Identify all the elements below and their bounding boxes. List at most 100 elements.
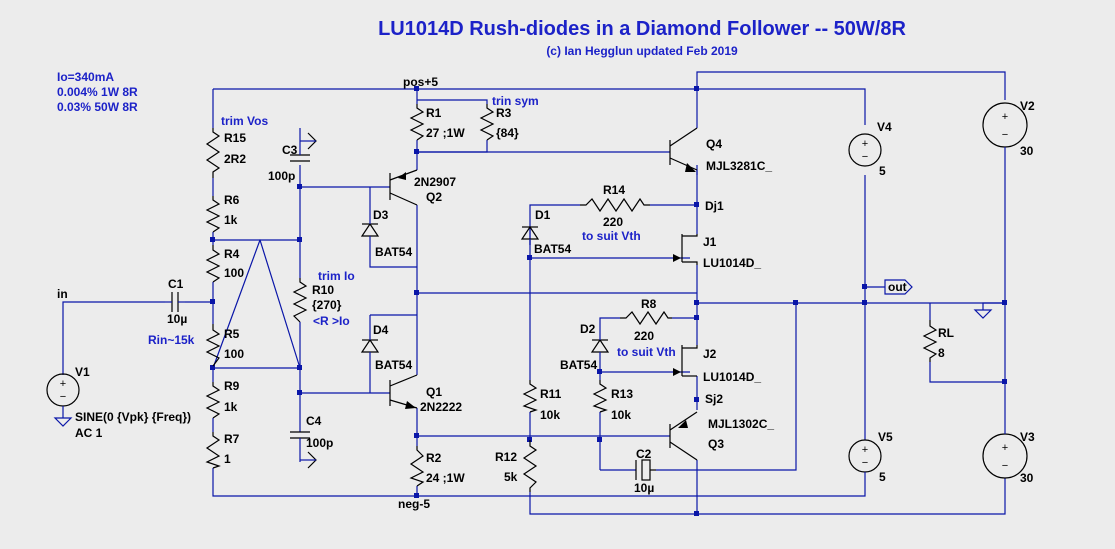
svg-text:1k: 1k <box>224 213 238 227</box>
svg-text:LU1014D_: LU1014D_ <box>703 370 761 384</box>
svg-text:R12: R12 <box>495 450 517 464</box>
resistor-r9: R9 1k <box>205 379 240 419</box>
svg-text:5k: 5k <box>504 470 518 484</box>
svg-text:D3: D3 <box>373 208 389 222</box>
svg-text:10k: 10k <box>540 408 560 422</box>
svg-text:V3: V3 <box>1020 430 1035 444</box>
net-dj1: Dj1 <box>705 199 724 213</box>
resistor-r2: R2 24 ;1W <box>409 446 465 487</box>
capacitor-c2: C2 10µ <box>634 447 656 495</box>
jfet-j2: J2 LU1014D_ <box>673 345 761 384</box>
svg-text:C1: C1 <box>168 277 184 291</box>
resistor-r1: R1 27 ;1W <box>409 104 465 141</box>
annotation-suit-vth-1: to suit Vth <box>582 229 641 243</box>
svg-text:C4: C4 <box>306 414 322 428</box>
svg-text:30: 30 <box>1020 471 1034 485</box>
ground-symbol <box>973 309 993 319</box>
svg-text:Q1: Q1 <box>426 385 442 399</box>
svg-text:R2: R2 <box>426 451 442 465</box>
svg-text:R14: R14 <box>603 183 625 197</box>
c3-ground-flag <box>299 128 317 150</box>
resistor-r3: R3 {84} <box>479 104 519 141</box>
net-sj2: Sj2 <box>705 392 723 406</box>
resistor-r12: R12 5k <box>495 440 538 492</box>
voltage-source-v5: + − V5 5 <box>848 430 893 484</box>
svg-text:R1: R1 <box>426 106 442 120</box>
svg-text:8: 8 <box>938 346 945 360</box>
voltage-source-v4: + − V4 5 <box>848 120 892 178</box>
junctions <box>210 86 1007 516</box>
svg-text:R9: R9 <box>224 379 240 393</box>
diode-d4: D4 BAT54 <box>360 323 412 372</box>
svg-text:V2: V2 <box>1020 99 1035 113</box>
capacitor-c1: C1 10µ <box>165 277 187 326</box>
resistor-r15: R15 2R2 <box>205 128 246 178</box>
svg-text:V4: V4 <box>877 120 892 134</box>
svg-text:BAT54: BAT54 <box>534 242 571 256</box>
annotation-r-io: <R >Io <box>313 314 350 328</box>
svg-text:1k: 1k <box>224 400 238 414</box>
svg-text:D1: D1 <box>535 208 551 222</box>
net-in: in <box>57 287 68 301</box>
svg-text:D4: D4 <box>373 323 389 337</box>
annotation-suit-vth-2: to suit Vth <box>617 345 676 359</box>
resistor-r14: R14 220 <box>580 183 650 229</box>
svg-text:R13: R13 <box>611 387 633 401</box>
transistor-q1: Q1 2N2222 <box>389 374 462 414</box>
resistor-r4: R4 100 <box>205 245 244 283</box>
svg-text:−: − <box>1002 460 1008 472</box>
annotation-rin: Rin~15k <box>148 333 195 347</box>
resistor-r6: R6 1k <box>205 193 240 233</box>
resistor-rl: RL 8 <box>922 320 954 362</box>
annotation-trim-sym: trin sym <box>492 94 539 108</box>
diode-d3: D3 BAT54 <box>360 208 412 259</box>
svg-text:+: + <box>60 378 66 390</box>
svg-text:10µ: 10µ <box>167 312 187 326</box>
note-thd-50w: 0.03% 50W 8R <box>57 100 138 114</box>
svg-text:−: − <box>60 391 66 403</box>
svg-text:5: 5 <box>879 470 886 484</box>
svg-text:R10: R10 <box>312 283 334 297</box>
transistor-q2: 2N2907 Q2 <box>389 169 456 206</box>
svg-text:SINE(0 {Vpk} {Freq}): SINE(0 {Vpk} {Freq}) <box>75 410 191 424</box>
svg-text:+: + <box>862 444 868 456</box>
svg-text:2N2222: 2N2222 <box>420 400 462 414</box>
svg-text:100p: 100p <box>306 436 333 450</box>
svg-text:LU1014D_: LU1014D_ <box>703 256 761 270</box>
svg-text:Q4: Q4 <box>706 137 722 151</box>
svg-text:R4: R4 <box>224 247 240 261</box>
note-io: Io=340mA <box>57 70 114 84</box>
svg-text:−: − <box>862 457 868 469</box>
svg-text:V1: V1 <box>75 365 90 379</box>
svg-text:{270}: {270} <box>312 298 342 312</box>
svg-text:30: 30 <box>1020 144 1034 158</box>
resistor-r13: R13 10k <box>592 380 633 422</box>
capacitor-c4: C4 100p <box>290 414 333 456</box>
net-pos: pos+5 <box>403 75 438 89</box>
svg-text:24 ;1W: 24 ;1W <box>426 471 465 485</box>
svg-text:R11: R11 <box>540 387 562 401</box>
svg-text:+: + <box>1002 442 1008 454</box>
svg-text:100: 100 <box>224 347 244 361</box>
svg-text:RL: RL <box>938 326 954 340</box>
voltage-source-v2: + − V2 30 <box>982 99 1035 158</box>
resistor-r7: R7 1 <box>205 432 240 469</box>
svg-text:J2: J2 <box>703 347 717 361</box>
svg-text:220: 220 <box>634 329 654 343</box>
svg-text:D2: D2 <box>580 322 596 336</box>
svg-text:R3: R3 <box>496 106 512 120</box>
svg-text:C2: C2 <box>636 447 652 461</box>
diode-d2: D2 BAT54 <box>560 322 610 372</box>
svg-text:R5: R5 <box>224 327 240 341</box>
svg-text:+: + <box>862 138 868 150</box>
svg-text:R15: R15 <box>224 131 246 145</box>
svg-text:BAT54: BAT54 <box>375 358 412 372</box>
svg-text:MJL1302C_: MJL1302C_ <box>708 417 774 431</box>
output-flag: out <box>884 279 913 295</box>
svg-text:−: − <box>862 151 868 163</box>
note-thd-1w: 0.004% 1W 8R <box>57 85 138 99</box>
resistor-r5: R5 100 <box>205 324 244 367</box>
svg-text:V5: V5 <box>878 430 893 444</box>
schematic-subtitle: (c) Ian Hegglun updated Feb 2019 <box>546 44 738 58</box>
